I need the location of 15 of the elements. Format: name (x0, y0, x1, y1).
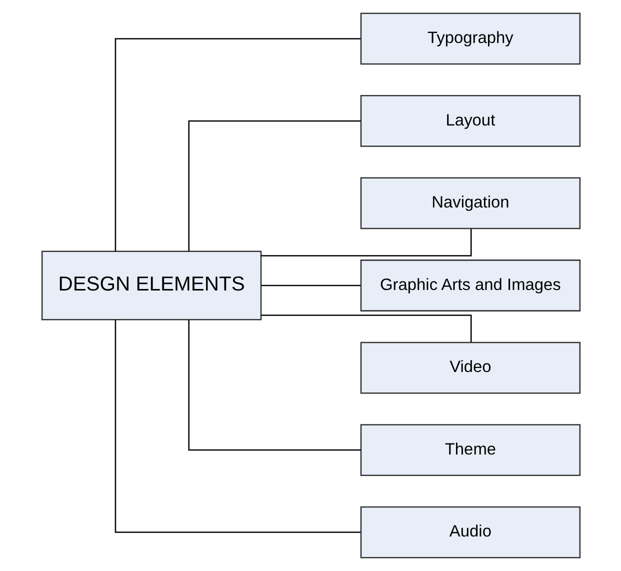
node-box: Audio (360, 506, 580, 558)
node-box: Typography (360, 12, 580, 65)
connector (188, 320, 360, 451)
connector (114, 320, 360, 533)
connector (260, 314, 472, 342)
connector (260, 284, 360, 286)
node-box: Theme (360, 424, 580, 476)
connector (260, 228, 472, 256)
connector (114, 38, 360, 252)
node-box: Video (360, 342, 580, 394)
node-box: Layout (360, 95, 580, 147)
node-box: Graphic Arts and Images (360, 260, 580, 312)
node-box: Navigation (360, 177, 580, 230)
node-box: DESGN ELEMENTS (40, 250, 262, 320)
connector (188, 120, 360, 252)
